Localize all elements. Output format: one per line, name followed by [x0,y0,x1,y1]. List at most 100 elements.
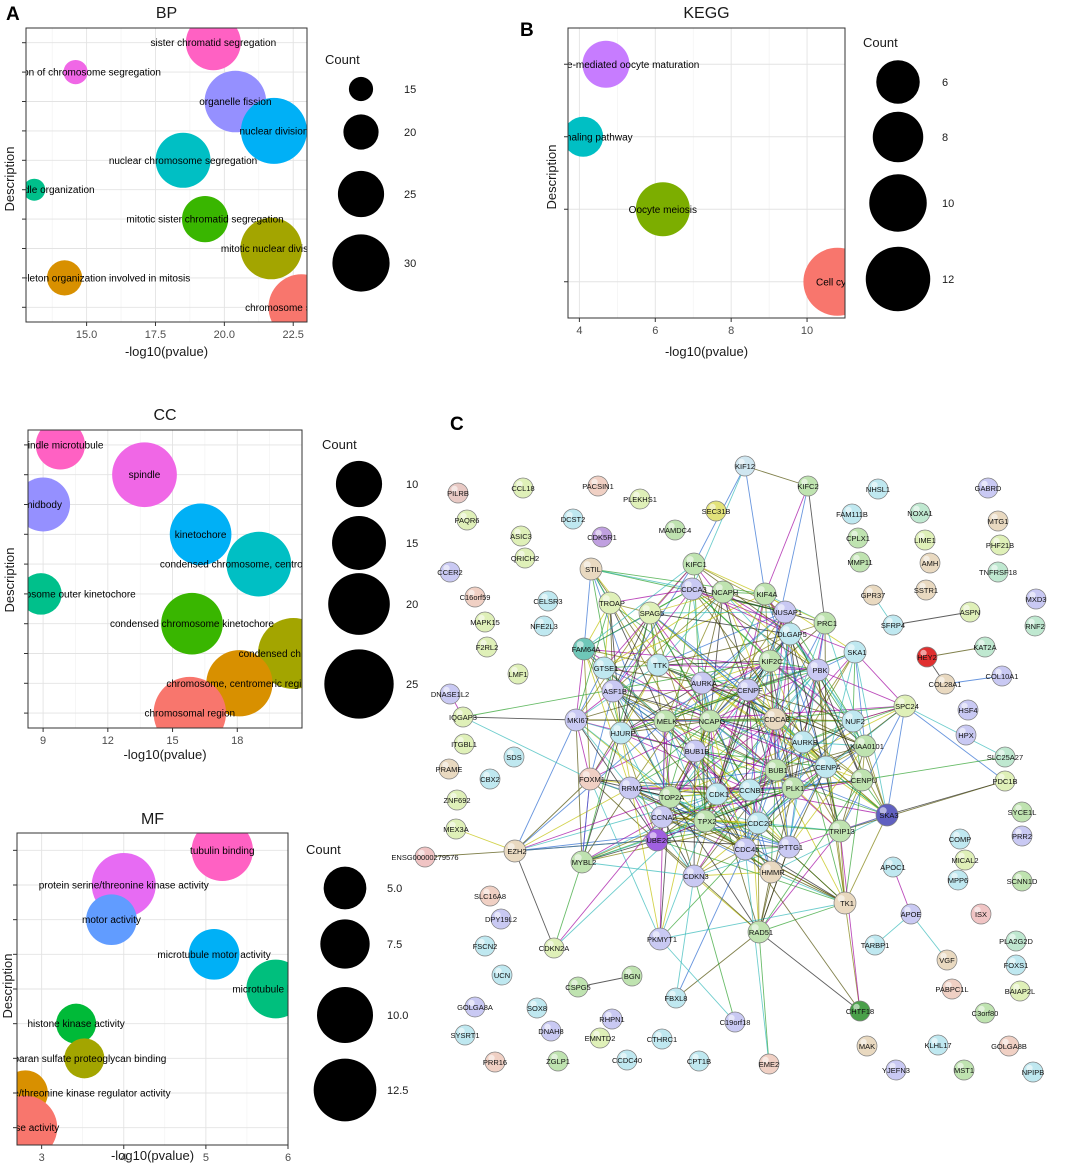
node-iqgap3[interactable]: IQGAP3 [449,706,477,728]
node-mak[interactable]: MAK [856,1035,878,1057]
node-ezh2[interactable]: EZH2 [503,839,527,863]
node-mical2[interactable]: MICAL2 [951,849,979,871]
node-sec31b[interactable]: SEC31B [702,500,731,522]
node-ccnb1[interactable]: CCNB1 [738,778,765,802]
node-dpy19l2[interactable]: DPY19L2 [485,908,517,930]
node-kiaa0101[interactable]: KIAA0101 [850,734,884,758]
node-nhsl1[interactable]: NHSL1 [866,478,890,500]
node-pttg1[interactable]: PTTG1 [777,835,803,859]
node-cspg5[interactable]: CSPG5 [565,976,591,998]
node-pacsin1[interactable]: PACSIN1 [582,475,614,497]
node-eme2[interactable]: EME2 [758,1053,780,1075]
node-hmmr[interactable]: HMMR [759,860,785,884]
node-cdkn2a[interactable]: CDKN2A [539,937,569,959]
node-pdc1b[interactable]: PDC1B [992,770,1018,792]
node-kif2c[interactable]: KIF2C [758,649,783,673]
node-prr2[interactable]: PRR2 [1011,825,1033,847]
node-cdca8[interactable]: CDCA8 [763,707,790,731]
node-ncapg[interactable]: NCAPG [698,709,726,733]
node-golga8b[interactable]: GOLGA8B [991,1035,1027,1057]
node-cdk1[interactable]: CDK1 [705,782,729,806]
node-tk1[interactable]: TK1 [833,891,857,915]
node-slc16a8[interactable]: SLC16A8 [474,885,506,907]
node-cdk5r1[interactable]: CDK5R1 [587,526,617,548]
node-kifc1[interactable]: KIFC1 [682,552,707,576]
node-spc24[interactable]: SPC24 [893,694,919,718]
node-nusap1[interactable]: NUSAP1 [772,600,802,624]
node-aspn[interactable]: ASPN [959,601,981,623]
node-f2rl2[interactable]: F2RL2 [476,636,499,658]
node-pilrb[interactable]: PILRB [447,482,469,504]
node-ttk[interactable]: TTK [646,653,670,677]
node-pla2g2d[interactable]: PLA2G2D [999,930,1033,952]
node-sds[interactable]: SDS [503,746,525,768]
node-aurkb[interactable]: AURKB [791,730,818,754]
node-pabpc1l[interactable]: PABPC1L [935,978,969,1000]
node-prame[interactable]: PRAME [436,758,463,780]
node-tnfrsf18[interactable]: TNFRSF18 [979,561,1017,583]
node-mki67[interactable]: MKI67 [564,708,589,732]
node-sox8[interactable]: SOX8 [526,997,548,1019]
node-slc25a27[interactable]: SLC25A27 [987,746,1023,768]
node-gpr37[interactable]: GPR37 [861,584,886,606]
node-bub1b[interactable]: BUB1B [683,739,709,763]
node-gtse1[interactable]: GTSE1 [592,656,618,680]
node-baiap2l[interactable]: BAIAP2L [1005,980,1035,1002]
node-dcst2[interactable]: DCST2 [561,508,586,530]
node-col10a1[interactable]: COL10A1 [986,665,1019,687]
node-sysrt1[interactable]: SYSRT1 [450,1024,480,1046]
node-nfe2l3[interactable]: NFE2L3 [530,615,558,637]
node-mamdc4[interactable]: MAMDC4 [659,519,692,541]
node-ccna2[interactable]: CCNA2 [650,805,677,829]
node-itgbl1[interactable]: ITGBL1 [451,733,477,755]
node-scnn1d[interactable]: SCNN1D [1007,870,1038,892]
node-rhpn1[interactable]: RHPN1 [599,1008,625,1030]
node-dnah8[interactable]: DNAH8 [538,1020,564,1042]
node-sfrp4[interactable]: SFRP4 [881,614,905,636]
node-celsr3[interactable]: CELSR3 [533,590,563,612]
node-nuf2[interactable]: NUF2 [841,709,865,733]
node-zglp1[interactable]: ZGLP1 [546,1050,570,1072]
node-foxm1[interactable]: FOXM1 [578,767,605,791]
node-troap[interactable]: TROAP [598,591,625,615]
node-ccl18[interactable]: CCL18 [511,477,535,499]
node-plekhs1[interactable]: PLEKHS1 [623,488,657,510]
node-ncaph[interactable]: NCAPH [711,580,738,604]
node-prc1[interactable]: PRC1 [813,611,837,635]
node-mtg1[interactable]: MTG1 [988,510,1009,532]
node-fam111b[interactable]: FAM111B [836,503,868,525]
node-rnf2[interactable]: RNF2 [1024,615,1046,637]
node-fscn2[interactable]: FSCN2 [473,935,498,957]
node-golga8a[interactable]: GOLGA8A [457,996,493,1018]
node-mpp6[interactable]: MPP6 [947,869,969,891]
node-prr16[interactable]: PRR16 [483,1051,507,1073]
node-chtf18[interactable]: CHTF18 [846,1000,874,1022]
node-qrich2[interactable]: QRICH2 [511,547,539,569]
node-ucn[interactable]: UCN [491,964,513,986]
node-melk[interactable]: MELK [653,709,677,733]
node-fbxl8[interactable]: FBXL8 [665,987,688,1009]
node-c3orf80[interactable]: C3orf80 [972,1002,999,1024]
node-vgf[interactable]: VGF [936,949,958,971]
node-asic3[interactable]: ASIC3 [510,525,532,547]
node-paqr6[interactable]: PAQR6 [455,509,480,531]
node-lmf1[interactable]: LMF1 [507,663,529,685]
node-sstr1[interactable]: SSTR1 [914,579,938,601]
node-cdkn3[interactable]: CDKN3 [682,864,709,888]
node-rrm2[interactable]: RRM2 [618,776,643,800]
node-cplx1[interactable]: CPLX1 [846,527,870,549]
node-apoe[interactable]: APOE [901,903,922,925]
node-fam64a[interactable]: FAM64A [572,637,601,661]
node-tpx2[interactable]: TPX2 [693,809,716,833]
node-cenpf[interactable]: CENPF [736,678,763,702]
node-ensg00000279576[interactable]: ENSG00000279576 [391,846,459,868]
node-isx[interactable]: ISX [970,903,992,925]
node-ska3[interactable]: SKA3 [875,803,899,827]
node-bgn[interactable]: BGN [621,965,643,987]
node-kat2a[interactable]: KAT2A [973,636,997,658]
node-cenpa[interactable]: CENPA [814,755,841,779]
node-kifc2[interactable]: KIFC2 [797,475,819,497]
node-dnase1l2[interactable]: DNASE1L2 [431,683,469,705]
node-bub1[interactable]: BUB1 [764,758,788,782]
node-cdca3[interactable]: CDCA3 [680,577,707,601]
